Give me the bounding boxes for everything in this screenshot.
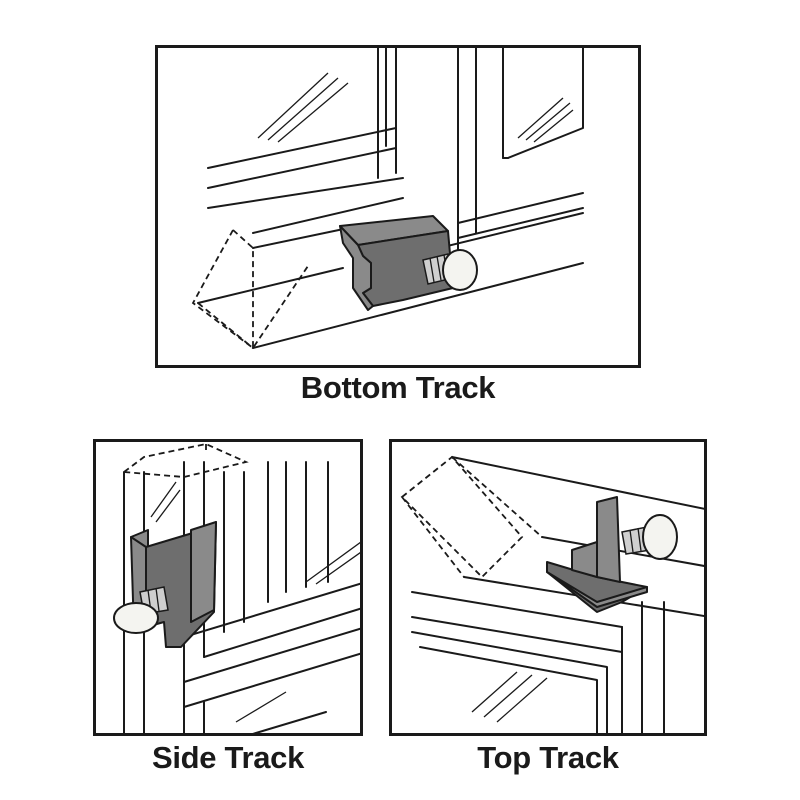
caption-bottom-track: Bottom Track xyxy=(300,370,496,405)
bottom-track-drawing xyxy=(191,48,584,350)
caption-top-track: Top Track xyxy=(477,740,619,775)
side-track-illustration xyxy=(93,439,363,736)
top-track-illustration xyxy=(389,439,707,736)
bottom-track-illustration xyxy=(155,45,641,368)
caption-side-track: Side Track xyxy=(151,740,305,775)
side-track-drawing xyxy=(113,443,360,733)
top-track-drawing xyxy=(400,455,704,733)
